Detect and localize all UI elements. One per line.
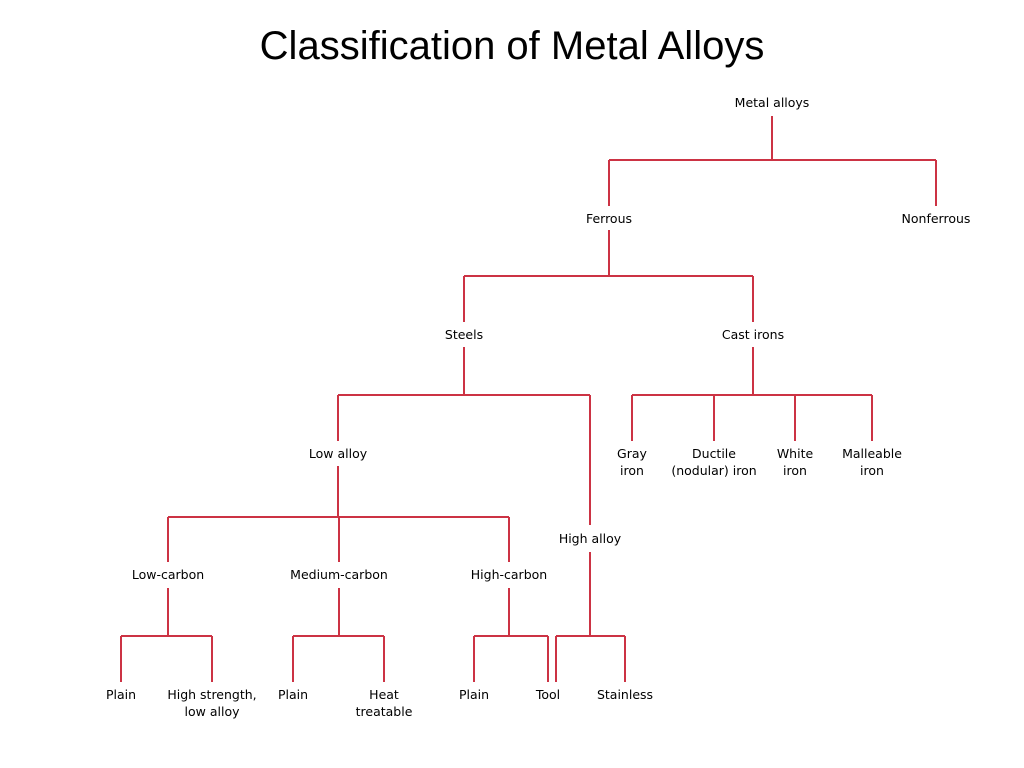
- node-label-line: Plain: [278, 687, 308, 702]
- tree-connectors: [120, 116, 937, 682]
- node-malleable-iron: Malleable iron: [842, 446, 902, 478]
- node-low-carbon-hsla: High strength, low alloy: [167, 687, 256, 719]
- node-nonferrous: Nonferrous: [902, 211, 971, 226]
- node-low-carbon: Low-carbon: [132, 567, 204, 582]
- node-high-carbon-tool: Tool: [535, 687, 560, 702]
- node-label-line: Malleable: [842, 446, 902, 461]
- node-high-alloy: High alloy: [559, 531, 622, 546]
- node-label-line: Medium-carbon: [290, 567, 388, 582]
- node-high-alloy-stainless: Stainless: [597, 687, 653, 702]
- node-label-line: iron: [860, 463, 884, 478]
- page-title: Classification of Metal Alloys: [259, 24, 765, 68]
- node-label-line: Steels: [445, 327, 483, 342]
- node-gray-iron: Gray iron: [617, 446, 647, 478]
- node-label-line: Plain: [106, 687, 136, 702]
- node-label-line: iron: [620, 463, 644, 478]
- node-cast-irons: Cast irons: [722, 327, 784, 342]
- node-label-line: Plain: [459, 687, 489, 702]
- node-steels: Steels: [445, 327, 483, 342]
- node-low-alloy: Low alloy: [309, 446, 368, 461]
- node-label-line: Low-carbon: [132, 567, 204, 582]
- node-label-line: Ductile: [692, 446, 736, 461]
- node-label-line: Tool: [535, 687, 560, 702]
- node-label-line: Stainless: [597, 687, 653, 702]
- node-medium-carbon: Medium-carbon: [290, 567, 388, 582]
- node-label-line: Heat: [369, 687, 399, 702]
- node-label-line: Metal alloys: [735, 95, 810, 110]
- node-ferrous: Ferrous: [586, 211, 632, 226]
- node-high-carbon-plain: Plain: [459, 687, 489, 702]
- node-label-line: White: [777, 446, 814, 461]
- node-label-line: High-carbon: [471, 567, 547, 582]
- node-label-line: Gray: [617, 446, 647, 461]
- node-white-iron: White iron: [777, 446, 814, 478]
- node-label-line: low alloy: [185, 704, 241, 719]
- node-label-line: High alloy: [559, 531, 622, 546]
- node-label-line: iron: [783, 463, 807, 478]
- node-medium-carbon-plain: Plain: [278, 687, 308, 702]
- node-metal-alloys: Metal alloys: [735, 95, 810, 110]
- node-medium-carbon-heat-treatable: Heat treatable: [356, 687, 413, 719]
- node-label-line: Nonferrous: [902, 211, 971, 226]
- node-label-line: Ferrous: [586, 211, 632, 226]
- node-label-line: (nodular) iron: [671, 463, 756, 478]
- node-label-line: High strength,: [167, 687, 256, 702]
- node-label-line: Low alloy: [309, 446, 368, 461]
- node-label-line: treatable: [356, 704, 413, 719]
- node-label-line: Cast irons: [722, 327, 784, 342]
- node-low-carbon-plain: Plain: [106, 687, 136, 702]
- node-ductile-iron: Ductile (nodular) iron: [671, 446, 756, 478]
- node-high-carbon: High-carbon: [471, 567, 547, 582]
